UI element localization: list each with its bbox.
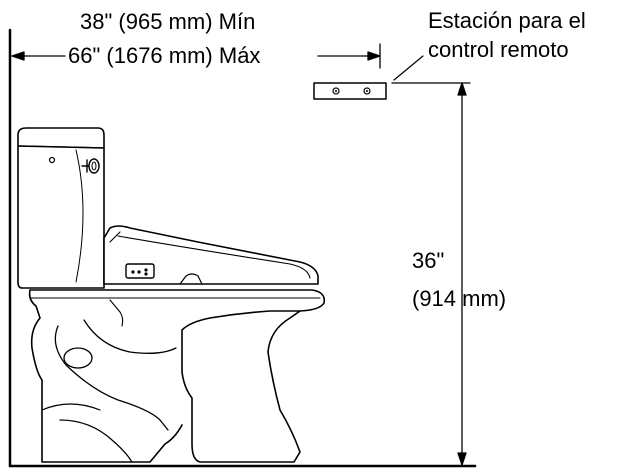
horizontal-dimension-line — [11, 43, 381, 69]
vertical-dimension-line — [391, 82, 471, 466]
height-inches-label: 36" — [412, 248, 445, 273]
bidet-seat — [103, 225, 319, 285]
max-dimension-label: 66" (1676 mm) Máx — [68, 43, 261, 68]
toilet-bowl — [28, 289, 326, 463]
remote-control-station — [313, 55, 424, 100]
toilet-tank — [17, 127, 105, 289]
wall-floor — [8, 28, 477, 468]
remote-station-label-line1: Estación para el — [428, 8, 586, 33]
remote-station-label-line2: control remoto — [428, 37, 569, 62]
min-dimension-label: 38" (965 mm) Mín — [80, 9, 256, 34]
height-mm-label: (914 mm) — [412, 286, 507, 311]
